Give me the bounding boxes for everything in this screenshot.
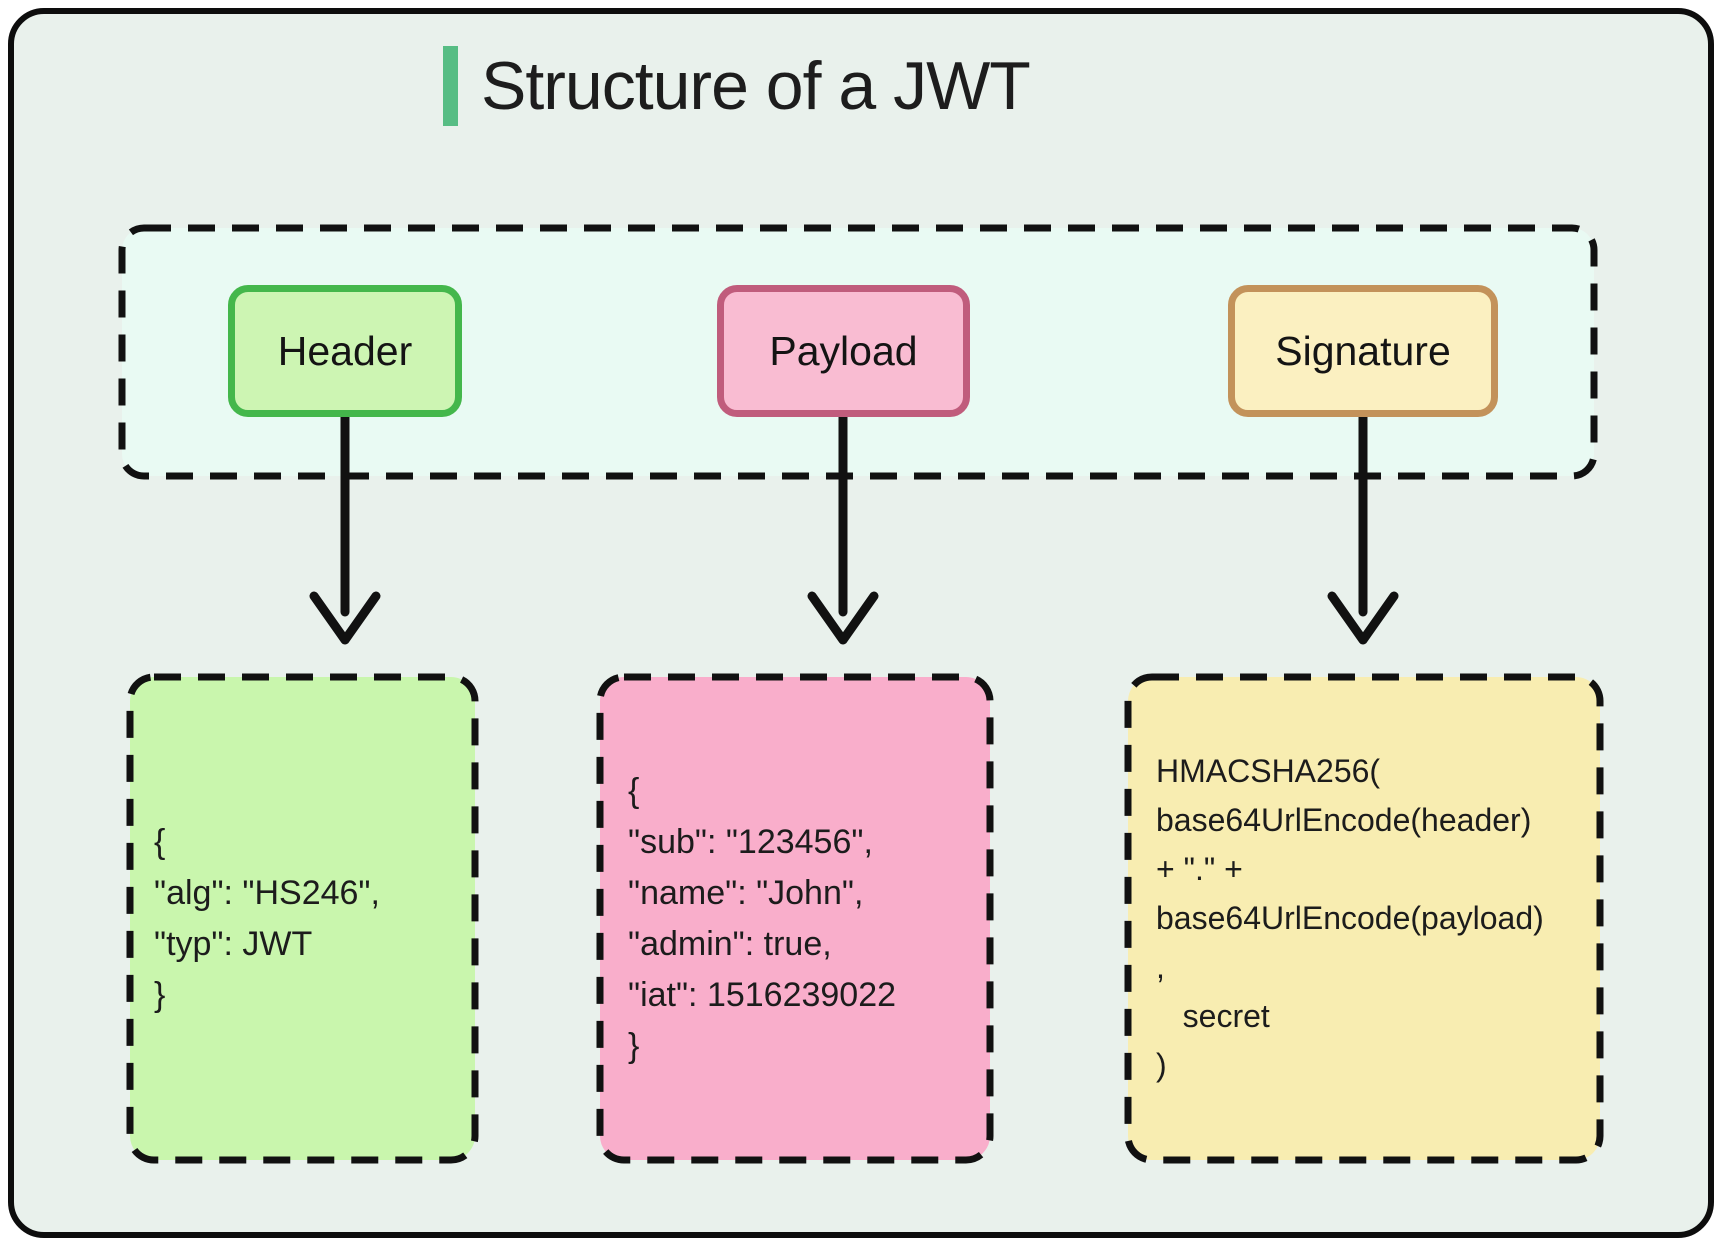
header-code-wrap: { "alg": "HS246", "typ": JWT } bbox=[130, 677, 475, 1160]
header-code-box bbox=[126, 673, 479, 1164]
header-code-text: { "alg": "HS246", "typ": JWT } bbox=[154, 822, 380, 1014]
payload-label-box: Payload bbox=[717, 285, 970, 417]
signature-arrow bbox=[1327, 412, 1399, 645]
signature-code-text: HMACSHA256( base64UrlEncode(header) + ".… bbox=[1156, 753, 1544, 1083]
title-row: Structure of a JWT bbox=[443, 44, 1031, 128]
arrows bbox=[309, 412, 1399, 645]
header-label: Header bbox=[277, 327, 413, 374]
page-title: Structure of a JWT bbox=[481, 48, 1031, 124]
signature-code-box bbox=[1124, 673, 1604, 1164]
payload-code-wrap: { "sub": "123456", "name": "John", "admi… bbox=[600, 677, 990, 1160]
signature-code-wrap: HMACSHA256( base64UrlEncode(header) + ".… bbox=[1128, 677, 1600, 1160]
header-arrow bbox=[309, 412, 381, 645]
payload-label: Payload bbox=[769, 327, 918, 374]
payload-code-text: { "sub": "123456", "name": "John", "admi… bbox=[628, 771, 897, 1065]
title-accent-bar bbox=[443, 46, 458, 126]
signature-label: Signature bbox=[1275, 327, 1451, 374]
payload-code-box bbox=[596, 673, 994, 1164]
header-label-box: Header bbox=[228, 285, 462, 417]
signature-label-box: Signature bbox=[1228, 285, 1498, 417]
payload-arrow bbox=[807, 412, 879, 645]
